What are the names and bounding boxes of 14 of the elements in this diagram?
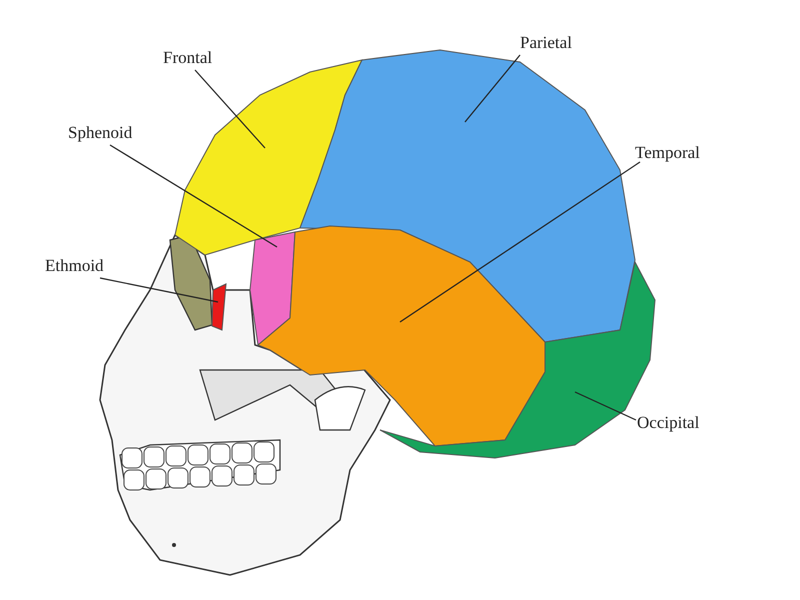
leader-line bbox=[110, 144, 278, 248]
bone-label: Ethmoid bbox=[45, 256, 104, 276]
bone-label: Occipital bbox=[637, 413, 700, 433]
leader-line bbox=[194, 70, 266, 148]
bone-label: Sphenoid bbox=[68, 123, 132, 143]
leader-line bbox=[100, 277, 218, 303]
sphenoid-bone bbox=[250, 231, 296, 346]
bone-label: Parietal bbox=[520, 33, 572, 53]
temporal-bone bbox=[257, 226, 546, 447]
leader-line bbox=[400, 162, 640, 322]
bone-label: Temporal bbox=[635, 143, 700, 163]
bone-label: Frontal bbox=[163, 48, 212, 68]
parietal-bone bbox=[299, 50, 636, 343]
leader-line bbox=[574, 391, 636, 421]
